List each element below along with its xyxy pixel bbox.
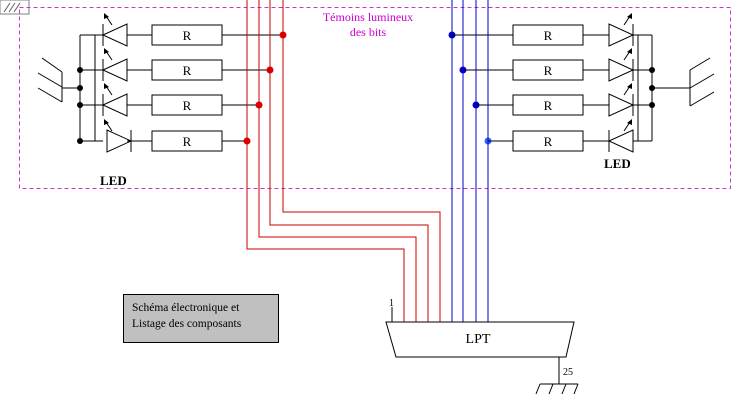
resistor-label: R — [544, 134, 553, 149]
resistor-label: R — [183, 134, 192, 149]
ground-symbol — [535, 383, 579, 395]
left-row: R — [77, 83, 263, 117]
red-data-wires — [246, 0, 441, 322]
resistor-label: R — [544, 98, 553, 113]
resistor-label: R — [183, 98, 192, 113]
lpt-connector: LPT 1 25 — [385, 298, 579, 395]
right-row: R — [448, 13, 652, 47]
lpt-label: LPT — [466, 332, 491, 347]
resistor-label: R — [183, 63, 192, 78]
resistor-label: R — [544, 63, 553, 78]
right-row: R — [459, 48, 655, 82]
led-label-left: LED — [100, 173, 127, 188]
led-symbol — [608, 48, 635, 82]
led-symbol — [607, 119, 634, 153]
link-line1: Schéma électronique et — [132, 302, 240, 314]
led-symbol — [101, 83, 128, 117]
schematic-components-link[interactable]: Schéma électronique et Listage des compo… — [123, 294, 279, 343]
blue-data-wires — [451, 0, 489, 322]
left-row: R — [77, 48, 274, 82]
led-symbol — [608, 83, 635, 117]
right-row: R — [472, 83, 655, 117]
corner-icon — [0, 0, 30, 15]
led-symbol — [101, 48, 128, 82]
pin-25-label: 25 — [563, 367, 573, 378]
indicator-title-line1: Témoins lumineux — [323, 10, 413, 24]
right-row: R — [484, 119, 652, 153]
led-symbol — [608, 13, 635, 47]
resistor-label: R — [544, 28, 553, 43]
left-led-bank — [37, 35, 96, 141]
resistor-label: R — [183, 28, 192, 43]
left-row: R — [95, 13, 287, 47]
left-row: R — [77, 119, 251, 153]
pin-1-label: 1 — [389, 298, 394, 309]
indicator-title-line2: des bits — [350, 25, 387, 39]
led-symbol — [101, 13, 128, 47]
link-line2: Listage des composants — [132, 318, 242, 330]
indicator-area-border — [19, 7, 731, 189]
led-symbol — [104, 119, 133, 153]
led-label-right: LED — [604, 156, 631, 171]
